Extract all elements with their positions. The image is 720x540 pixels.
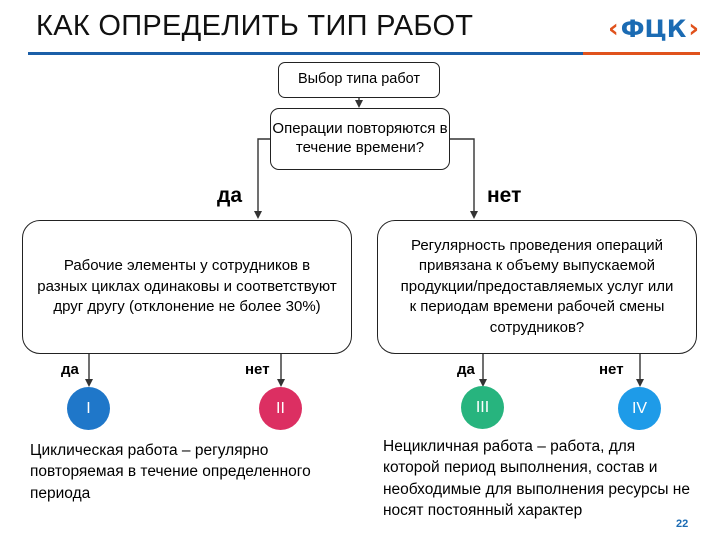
left-condition-node: Рабочие элементы у сотрудников в разных … xyxy=(22,220,352,354)
left-yes-label: да xyxy=(61,361,79,378)
left-condition-label: Рабочие элементы у сотрудников в разных … xyxy=(37,256,337,316)
logo-text: ФЦК xyxy=(620,15,687,43)
logo-bracket-left-icon: ‹ xyxy=(608,14,619,44)
right-yes-label: да xyxy=(457,361,475,378)
page-number: 22 xyxy=(676,518,689,530)
right-condition-label: Регулярность проведения операций привяза… xyxy=(400,237,674,336)
type-circle-iv: IV xyxy=(618,387,661,430)
type-circle-i: I xyxy=(67,387,110,430)
type-circle-ii: II xyxy=(259,387,302,430)
connector-question-no xyxy=(450,138,478,219)
noncyclic-description: Нецикличная работа – работа, для которой… xyxy=(383,438,690,520)
page-title: КАК ОПРЕДЕЛИТЬ ТИП РАБОТ xyxy=(36,10,474,42)
type-circle-iii: III xyxy=(461,386,504,429)
right-no-label: нет xyxy=(599,361,624,378)
start-node-label: Выбор типа работ xyxy=(297,71,421,88)
no-label-main: нет xyxy=(487,184,522,207)
yes-label-main: да xyxy=(217,184,243,207)
question-node: Операции повторяются в течение времени? xyxy=(270,108,450,170)
header-rule xyxy=(28,52,583,55)
connector-question-yes xyxy=(254,138,270,219)
company-logo: ‹ ФЦК › xyxy=(608,14,700,44)
question-node-label: Операции повторяются в течение времени? xyxy=(272,120,448,156)
right-condition-node: Регулярность проведения операций привяза… xyxy=(377,220,697,354)
start-node: Выбор типа работ xyxy=(278,62,440,98)
cyclic-description: Циклическая работа – регулярно повторяем… xyxy=(30,442,311,502)
logo-bracket-right-icon: › xyxy=(688,14,700,44)
header-rule-accent xyxy=(583,52,700,55)
left-no-label: нет xyxy=(245,361,270,378)
